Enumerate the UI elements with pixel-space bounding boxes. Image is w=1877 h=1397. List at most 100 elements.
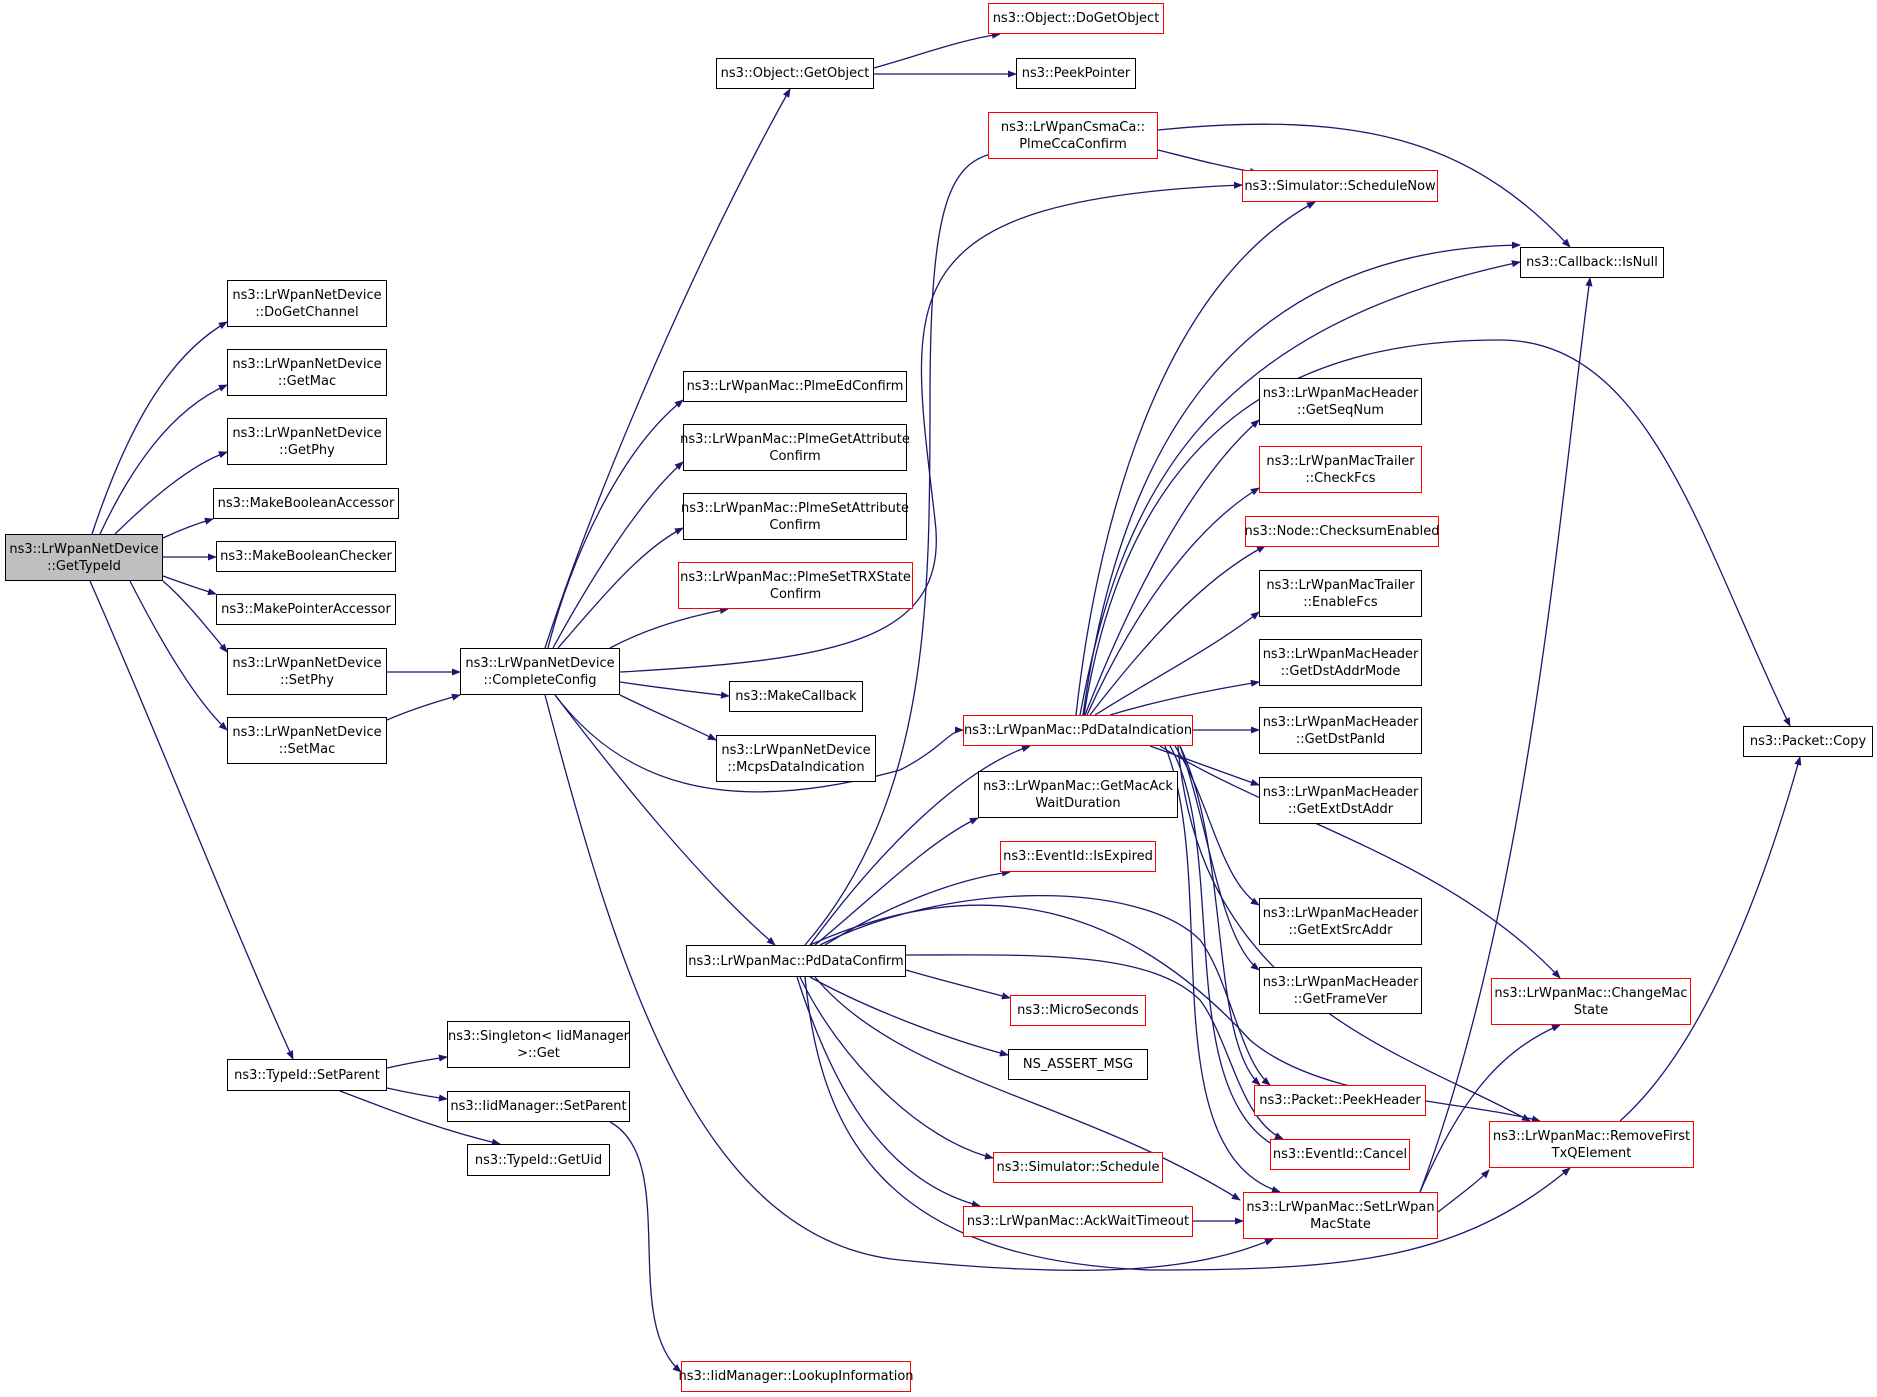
edge-root-setMac xyxy=(129,580,228,731)
node-makebooleanaccessor[interactable]: ns3::MakeBooleanAccessor xyxy=(213,488,399,519)
edge-pdDataInd-isNull2 xyxy=(1082,241,1521,716)
node-lrwpanmac-getmacackwaitduration[interactable]: ns3::LrWpanMac::GetMacAck WaitDuration xyxy=(978,771,1178,818)
edge-pdDataInd-packetCopy xyxy=(1083,339,1791,727)
node-label-line: ::GetPhy xyxy=(279,442,335,458)
node-lrwpanmac-plmeedconfirm[interactable]: ns3::LrWpanMac::PlmeEdConfirm xyxy=(683,371,907,402)
node-lrwpanmacheader-getextsrcaddr[interactable]: ns3::LrWpanMacHeader ::GetExtSrcAddr xyxy=(1259,898,1422,945)
edge-pdDataConfirm-getMacAck xyxy=(814,817,979,946)
edge-iidSetParent-lookupInfo xyxy=(609,1121,682,1373)
edge-setMacState-changeMac xyxy=(1419,1024,1561,1193)
edge-csmaPlme-isNull xyxy=(1157,123,1571,248)
node-lrwpannetdevice-completeconfig[interactable]: ns3::LrWpanNetDevice ::CompleteConfig xyxy=(460,648,620,695)
node-label-line: ns3::LrWpanNetDevice xyxy=(232,724,382,740)
node-label-line: Confirm xyxy=(769,517,821,533)
node-lrwpanmac-ackwaittimeout[interactable]: ns3::LrWpanMac::AckWaitTimeout xyxy=(963,1206,1193,1237)
node-label-line: ns3::LrWpanNetDevice xyxy=(232,287,382,303)
node-label-line: ns3::LrWpanMacHeader xyxy=(1262,646,1419,662)
node-label-line: ns3::TypeId::GetUid xyxy=(474,1152,603,1168)
node-label-line: ::GetFrameVer xyxy=(1293,991,1388,1007)
node-lrwpanmacheader-getdstaddrmode[interactable]: ns3::LrWpanMacHeader ::GetDstAddrMode xyxy=(1259,639,1422,686)
node-label-line: ns3::LrWpanCsmaCa:: xyxy=(1000,119,1146,135)
edge-completeConfig-plmeGetAttr xyxy=(552,461,684,649)
node-simulator-schedulenow[interactable]: ns3::Simulator::ScheduleNow xyxy=(1242,170,1438,202)
node-label-line: ::McpsDataIndication xyxy=(727,759,865,775)
node-lrwpanmac-plmegetattributeconfirm[interactable]: ns3::LrWpanMac::PlmeGetAttribute Confirm xyxy=(680,424,910,471)
node-lrwpannetdevice-dogetchannel[interactable]: ns3::LrWpanNetDevice ::DoGetChannel xyxy=(227,280,387,327)
node-lrwpanmacheader-getseqnum[interactable]: ns3::LrWpanMacHeader ::GetSeqNum xyxy=(1259,378,1422,425)
node-lrwpanmac-changemacstate[interactable]: ns3::LrWpanMac::ChangeMac State xyxy=(1491,978,1691,1025)
node-lrwpanmacheader-getextdstaddr[interactable]: ns3::LrWpanMacHeader ::GetExtDstAddr xyxy=(1259,777,1422,824)
node-typeid-getuid[interactable]: ns3::TypeId::GetUid xyxy=(467,1144,610,1176)
node-typeid-setparent[interactable]: ns3::TypeId::SetParent xyxy=(227,1059,387,1091)
node-lrwpannetdevice-getmac[interactable]: ns3::LrWpanNetDevice ::GetMac xyxy=(227,349,387,396)
node-lrwpannetdevice-gettypeid[interactable]: ns3::LrWpanNetDevice ::GetTypeId xyxy=(5,534,163,581)
node-label-line: ::CompleteConfig xyxy=(483,672,597,688)
node-object-getobject[interactable]: ns3::Object::GetObject xyxy=(716,58,874,89)
node-label-line: ns3::LrWpanMacTrailer xyxy=(1266,577,1415,593)
edge-pdDataConfirm-cancel xyxy=(905,954,1284,1140)
node-label-line: ns3::EventId::Cancel xyxy=(1272,1147,1408,1162)
node-simulator-schedule[interactable]: ns3::Simulator::Schedule xyxy=(993,1152,1163,1183)
node-label-line: ::SetMac xyxy=(278,741,336,757)
node-lrwpanmac-removefirsttxqelement[interactable]: ns3::LrWpanMac::RemoveFirst TxQElement xyxy=(1489,1121,1694,1168)
node-label-line: ::EnableFcs xyxy=(1303,594,1378,610)
node-label-line: ns3::IidManager::SetParent xyxy=(450,1099,627,1114)
node-label-line: ns3::Packet::Copy xyxy=(1749,734,1867,749)
node-label-line: ::GetTypeId xyxy=(47,558,121,574)
node-lrwpancsmaca-plmeccaconfirm[interactable]: ns3::LrWpanCsmaCa:: PlmeCcaConfirm xyxy=(988,112,1158,159)
node-lrwpanmactrailer-enablefcs[interactable]: ns3::LrWpanMacTrailer ::EnableFcs xyxy=(1259,570,1422,617)
node-makecallback[interactable]: ns3::MakeCallback xyxy=(729,681,863,712)
node-lrwpannetdevice-setphy[interactable]: ns3::LrWpanNetDevice ::SetPhy xyxy=(227,648,387,695)
edge-pdDataConfirm-isExpired xyxy=(824,869,1011,946)
node-ns-assert-msg[interactable]: NS_ASSERT_MSG xyxy=(1008,1049,1148,1080)
node-microseconds[interactable]: ns3::MicroSeconds xyxy=(1010,995,1146,1026)
node-iidmanager-lookupinformation[interactable]: ns3::IidManager::LookupInformation xyxy=(678,1361,914,1392)
edge-pdDataConfirm-nsAssert xyxy=(809,976,1009,1057)
node-lrwpanmactrailer-checkfcs[interactable]: ns3::LrWpanMacTrailer ::CheckFcs xyxy=(1259,446,1422,493)
node-label-line: PlmeCcaConfirm xyxy=(1019,136,1127,152)
node-callback-isnull[interactable]: ns3::Callback::IsNull xyxy=(1520,247,1664,278)
node-iidmanager-setparent[interactable]: ns3::IidManager::SetParent xyxy=(447,1091,630,1122)
node-lrwpanmacheader-getframever[interactable]: ns3::LrWpanMacHeader ::GetFrameVer xyxy=(1259,967,1422,1014)
node-lrwpanmacheader-getdstpanid[interactable]: ns3::LrWpanMacHeader ::GetDstPanId xyxy=(1259,707,1422,754)
edge-pdDataConfirm-ackWait xyxy=(796,976,981,1208)
node-label-line: ns3::LrWpanMac::PlmeSetTRXState xyxy=(680,569,911,585)
node-lrwpannetdevice-setmac[interactable]: ns3::LrWpanNetDevice ::SetMac xyxy=(227,717,387,764)
edge-pdDataInd-setMacState xyxy=(1164,745,1281,1193)
node-lrwpanmac-plmesetattributeconfirm[interactable]: ns3::LrWpanMac::PlmeSetAttribute Confirm xyxy=(681,493,909,540)
edge-pdDataConfirm-setMacState xyxy=(814,976,1241,1201)
edge-pdDataConfirm-microSeconds xyxy=(905,969,1011,1000)
node-peekpointer[interactable]: ns3::PeekPointer xyxy=(1016,58,1136,89)
node-lrwpanmac-setlrwpanmacstate[interactable]: ns3::LrWpanMac::SetLrWpan MacState xyxy=(1243,1192,1438,1239)
node-eventid-cancel[interactable]: ns3::EventId::Cancel xyxy=(1270,1139,1410,1170)
node-lrwpanmac-pddataconfirm[interactable]: ns3::LrWpanMac::PdDataConfirm xyxy=(686,945,906,977)
node-lrwpannetdevice-mcpsdataindication[interactable]: ns3::LrWpanNetDevice ::McpsDataIndicatio… xyxy=(716,735,876,782)
node-lrwpanmac-pddataindication[interactable]: ns3::LrWpanMac::PdDataIndication xyxy=(963,715,1193,746)
edge-pdDataInd-peekHeader xyxy=(1179,745,1261,1086)
node-lrwpanmac-plmesettrxstateconfirm[interactable]: ns3::LrWpanMac::PlmeSetTRXState Confirm xyxy=(678,562,913,609)
node-label-line: ns3::MakeBooleanChecker xyxy=(220,549,392,564)
node-lrwpannetdevice-getphy[interactable]: ns3::LrWpanNetDevice ::GetPhy xyxy=(227,418,387,465)
node-eventid-isexpired[interactable]: ns3::EventId::IsExpired xyxy=(1000,841,1156,872)
edge-pdDataConfirm-removeFirst xyxy=(809,904,1541,1123)
edge-completeConfig-plmeEd xyxy=(547,399,684,649)
node-object-dogetobject[interactable]: ns3::Object::DoGetObject xyxy=(988,3,1164,34)
edge-completeConfig-makeCallback xyxy=(619,681,730,699)
node-label-line: ns3::MicroSeconds xyxy=(1017,1003,1139,1018)
node-label-line: ns3::Object::GetObject xyxy=(720,66,870,81)
node-makepointeraccessor[interactable]: ns3::MakePointerAccessor xyxy=(216,594,396,625)
edge-root-makeBoolAcc xyxy=(162,517,214,539)
node-label-line: ns3::LrWpanNetDevice xyxy=(9,541,159,557)
node-label-line: ns3::LrWpanMac::ChangeMac xyxy=(1494,985,1688,1001)
node-label-line: ::GetExtDstAddr xyxy=(1287,801,1394,817)
node-makebooleanchecker[interactable]: ns3::MakeBooleanChecker xyxy=(216,541,396,572)
node-label-line: ns3::LrWpanMac::GetMacAck xyxy=(983,778,1173,794)
node-packet-copy[interactable]: ns3::Packet::Copy xyxy=(1743,726,1873,757)
node-label-line: >::Get xyxy=(517,1045,560,1061)
node-singleton-iidmanager-get[interactable]: ns3::Singleton< IidManager >::Get xyxy=(447,1021,630,1068)
node-label-line: ::DoGetChannel xyxy=(255,304,359,320)
node-packet-peekheader[interactable]: ns3::Packet::PeekHeader xyxy=(1254,1085,1426,1116)
node-node-checksumenabled[interactable]: ns3::Node::ChecksumEnabled xyxy=(1245,516,1439,547)
edge-pdDataInd-changeMac xyxy=(1159,745,1561,979)
